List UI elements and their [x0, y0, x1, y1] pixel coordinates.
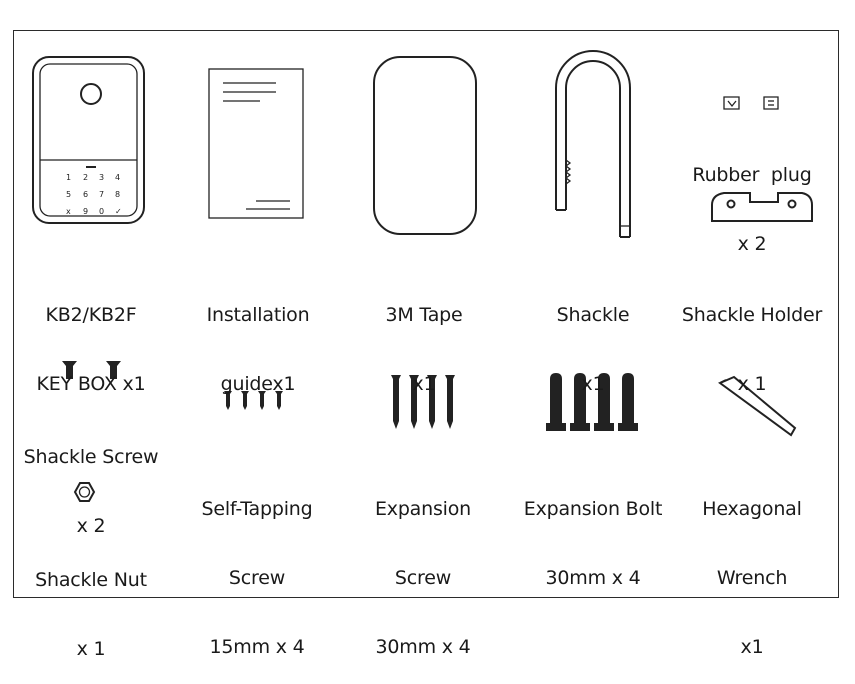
item-label-installation-guide: Installation guidex1: [206, 304, 310, 395]
shackle-icon: [555, 50, 631, 238]
key: 0: [99, 207, 104, 216]
document-icon: [208, 68, 304, 219]
keypad: 1 2 3 4 5 6 7 8 x 9 0 ✓: [66, 173, 122, 216]
package-contents-illustrations: 1 2 3 4 5 6 7 8 x 9 0 ✓: [32, 50, 813, 502]
expansion-bolt-icon: [546, 373, 638, 431]
rubber-plug-icon: [723, 96, 779, 110]
tape-icon: [373, 56, 477, 235]
key: 2: [83, 173, 88, 182]
key: 4: [115, 173, 120, 182]
key: 3: [99, 173, 104, 182]
key-box-icon: 1 2 3 4 5 6 7 8 x 9 0 ✓: [32, 56, 145, 224]
item-label-rubber-plug: Rubber plug x 2: [692, 164, 812, 255]
key: 1: [66, 173, 71, 182]
key: 5: [66, 190, 71, 199]
key: 9: [83, 207, 88, 216]
item-label-hex-wrench: Hexagonal Wrench x1: [702, 498, 802, 658]
item-label-self-tapping-screw: Self-Tapping Screw 15mm x 4: [201, 498, 313, 658]
item-label-key-box: KB2/KB2F KEY BOX x1: [36, 304, 146, 395]
item-label-expansion-bolt: Expansion Bolt 30mm x 4: [523, 498, 663, 589]
key: x: [66, 207, 71, 216]
item-label-3m-tape: 3M Tape x1: [385, 304, 463, 395]
item-label-shackle-nut: Shackle Nut x 1: [35, 569, 147, 660]
self-tapping-screw-icon: [224, 391, 283, 410]
item-label-expansion-screw: Expansion Screw 30mm x 4: [374, 498, 472, 658]
key: 6: [83, 190, 88, 199]
expansion-screw-icon: [391, 375, 455, 429]
shackle-holder-icon: [711, 192, 813, 222]
key: ✓: [115, 207, 122, 216]
shackle-screw-icon: [62, 361, 121, 379]
contents-frame: [13, 30, 839, 598]
key: 7: [99, 190, 104, 199]
item-label-shackle-screw: Shackle Screw x 2: [23, 446, 159, 537]
item-label-shackle: Shackle x1: [556, 304, 630, 395]
hex-wrench-icon: [717, 375, 797, 437]
key: 8: [115, 190, 120, 199]
item-label-shackle-holder: Shackle Holder x 1: [681, 304, 823, 395]
nut-icon: [73, 482, 96, 502]
